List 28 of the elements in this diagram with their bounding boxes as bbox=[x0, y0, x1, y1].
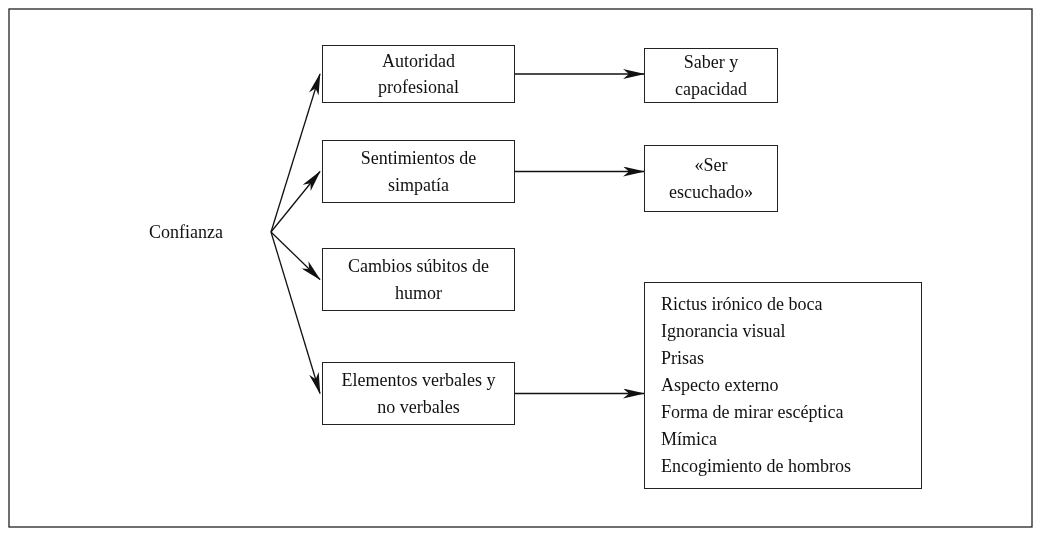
box-label: Elementos verbales y no verbales bbox=[341, 369, 496, 419]
box-label: Cambios súbitos de humor bbox=[347, 255, 490, 305]
text-box bbox=[322, 45, 515, 103]
list-item: Mímica bbox=[661, 428, 717, 451]
list-item: Aspecto externo bbox=[661, 374, 779, 397]
list-item: Prisas bbox=[661, 347, 704, 370]
text-box bbox=[322, 362, 515, 425]
text-box bbox=[322, 248, 515, 311]
arrow bbox=[270, 231, 321, 395]
box-label: Autoridad profesional bbox=[377, 49, 460, 99]
list-item: Forma de mirar escéptica bbox=[661, 401, 844, 424]
concept-label: Confianza bbox=[148, 220, 224, 244]
list-item: Encogimiento de hombros bbox=[661, 455, 851, 478]
arrow bbox=[514, 166, 645, 177]
arrow bbox=[514, 69, 645, 79]
arrow bbox=[270, 170, 321, 233]
arrow bbox=[514, 388, 645, 399]
text-box bbox=[644, 48, 778, 103]
list-box bbox=[644, 282, 922, 489]
box-label: «Ser escuchado» bbox=[668, 154, 754, 204]
box-label: Sentimientos de simpatía bbox=[359, 147, 478, 197]
text-box bbox=[644, 145, 778, 212]
arrow bbox=[270, 73, 321, 233]
list-item: Rictus irónico de boca bbox=[661, 293, 823, 316]
text-box bbox=[322, 140, 515, 203]
box-label: Saber y capacidad bbox=[674, 51, 748, 101]
arrow bbox=[270, 231, 321, 281]
list-item: Ignorancia visual bbox=[661, 320, 786, 343]
